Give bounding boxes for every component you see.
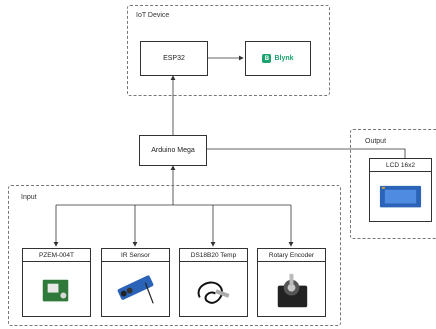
- lcd-display-icon: [379, 185, 422, 208]
- blynk-icon: B: [262, 54, 272, 63]
- lcd-title: LCD 16x2: [370, 159, 431, 172]
- output-label: Output: [365, 138, 387, 145]
- pzem-module-icon: [42, 279, 69, 302]
- sensor-card-rotary[interactable]: Rotary Encoder: [257, 248, 326, 317]
- esp32-label: ESP32: [163, 55, 185, 62]
- rotary-encoder-icon: [277, 273, 308, 308]
- blynk-label: Blynk: [274, 55, 294, 62]
- arduino-to-lcd-arrow: [207, 148, 408, 163]
- blynk-logo: B Blynk: [262, 54, 294, 63]
- sensor-card-title: PZEM-004T: [23, 249, 90, 262]
- sensor-card-ds18b20[interactable]: DS18B20 Temp: [179, 248, 248, 317]
- sensor-card-pzem[interactable]: PZEM-004T: [22, 248, 91, 317]
- sensor-card-title: Rotary Encoder: [258, 249, 325, 262]
- output-group: Output: [350, 129, 436, 239]
- arduino-mega-node[interactable]: Arduino Mega: [139, 135, 207, 166]
- sensor-card-title: IR Sensor: [102, 249, 169, 262]
- iot-device-label: IoT Device: [136, 12, 170, 19]
- ir-sensor-icon: [117, 275, 154, 304]
- iot-device-group: IoT Device: [127, 5, 330, 96]
- arduino-mega-label: Arduino Mega: [151, 147, 195, 154]
- sensor-card-title: DS18B20 Temp: [180, 249, 247, 262]
- sensor-card-ir[interactable]: IR Sensor: [101, 248, 170, 317]
- lcd-card[interactable]: LCD 16x2: [369, 158, 432, 222]
- input-group: Input: [8, 185, 341, 326]
- temperature-probe-icon: [197, 281, 230, 304]
- esp32-node[interactable]: ESP32: [140, 41, 208, 76]
- blynk-node[interactable]: B Blynk: [245, 41, 311, 76]
- input-label: Input: [21, 194, 37, 201]
